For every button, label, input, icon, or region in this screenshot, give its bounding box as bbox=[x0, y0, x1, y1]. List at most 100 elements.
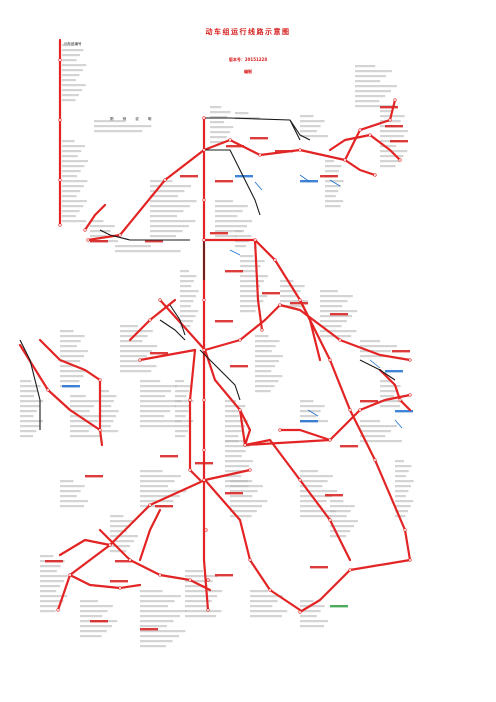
conventional-line bbox=[359, 359, 396, 381]
station-label-mark bbox=[185, 575, 218, 578]
station-label-mark bbox=[20, 390, 38, 393]
station-label-mark bbox=[380, 130, 408, 133]
station-label-mark bbox=[300, 400, 314, 403]
station-label-mark bbox=[215, 210, 243, 213]
station-marker bbox=[238, 408, 242, 412]
station-label-mark bbox=[325, 165, 342, 168]
station-marker bbox=[58, 118, 62, 122]
station-label-mark bbox=[180, 305, 191, 308]
station-marker bbox=[373, 173, 377, 177]
station-label-mark bbox=[240, 295, 268, 298]
station-marker bbox=[206, 608, 210, 612]
station-label-mark bbox=[62, 150, 82, 153]
route-annotation-mark bbox=[180, 175, 198, 178]
station-label-mark bbox=[60, 380, 80, 383]
station-marker bbox=[393, 98, 397, 102]
station-label-mark bbox=[280, 295, 297, 298]
station-label-mark bbox=[20, 435, 33, 438]
station-label-mark bbox=[150, 210, 184, 213]
station-label-mark bbox=[62, 84, 86, 87]
station-label-mark bbox=[110, 525, 131, 528]
station-label-mark bbox=[175, 380, 184, 383]
station-label-cluster bbox=[115, 245, 181, 253]
station-label-mark bbox=[380, 135, 404, 138]
connector-line bbox=[329, 179, 341, 187]
station-label-mark bbox=[115, 245, 151, 248]
station-label-cluster bbox=[60, 330, 88, 388]
station-label-mark bbox=[94, 125, 152, 128]
station-label-mark bbox=[185, 615, 217, 618]
route-annotation-mark bbox=[262, 292, 280, 295]
station-label-mark bbox=[110, 530, 127, 533]
high-speed-line bbox=[98, 378, 104, 447]
station-label-mark bbox=[60, 490, 81, 493]
station-label-cluster bbox=[240, 255, 268, 313]
station-label-mark bbox=[325, 185, 341, 188]
station-marker bbox=[98, 428, 102, 432]
high-speed-line bbox=[343, 158, 377, 177]
route-annotation-mark bbox=[225, 492, 243, 495]
station-label-mark bbox=[185, 605, 207, 608]
high-speed-line bbox=[138, 508, 162, 562]
station-label-mark bbox=[330, 515, 347, 518]
station-label-mark bbox=[300, 120, 325, 123]
station-marker bbox=[68, 573, 72, 577]
station-label-mark bbox=[395, 510, 408, 513]
station-label-mark bbox=[120, 355, 147, 358]
conventional-line bbox=[289, 119, 311, 141]
station-marker bbox=[273, 258, 277, 262]
station-label-mark bbox=[320, 320, 347, 323]
station-label-mark bbox=[255, 375, 283, 378]
station-label-mark bbox=[180, 300, 194, 303]
station-label-mark bbox=[80, 605, 113, 608]
legend-note: 图 例 说 明 bbox=[110, 117, 156, 121]
station-label-mark bbox=[300, 505, 322, 508]
station-label-mark bbox=[185, 590, 223, 593]
high-speed-line bbox=[38, 338, 102, 382]
station-label-mark bbox=[395, 500, 414, 503]
station-label-mark bbox=[380, 395, 394, 398]
station-label-mark bbox=[62, 180, 88, 183]
station-label-cluster bbox=[140, 470, 187, 508]
station-label-cluster bbox=[180, 270, 199, 328]
station-label-mark bbox=[300, 470, 318, 473]
station-label-mark bbox=[380, 165, 396, 168]
station-marker bbox=[228, 138, 232, 142]
station-label-mark bbox=[62, 44, 74, 47]
station-label-mark bbox=[395, 475, 407, 478]
station-marker bbox=[328, 358, 332, 362]
station-label-mark bbox=[140, 390, 172, 393]
station-label-mark bbox=[300, 495, 332, 498]
connector-line bbox=[369, 359, 381, 369]
station-label-mark bbox=[40, 585, 61, 588]
station-label-cluster bbox=[300, 470, 338, 518]
station-label-mark bbox=[90, 225, 115, 228]
station-marker bbox=[408, 358, 412, 362]
station-marker bbox=[368, 133, 372, 137]
station-label-mark bbox=[60, 485, 85, 488]
station-label-mark bbox=[80, 635, 102, 638]
station-label-mark bbox=[62, 205, 84, 208]
connector-line bbox=[229, 249, 241, 256]
station-marker bbox=[408, 393, 412, 397]
station-label-mark bbox=[70, 415, 103, 418]
station-label-mark bbox=[225, 420, 249, 423]
station-label-mark bbox=[150, 225, 189, 228]
station-label-mark bbox=[240, 265, 261, 268]
station-label-mark bbox=[320, 305, 343, 308]
station-label-mark bbox=[325, 160, 334, 163]
station-label-cluster bbox=[110, 515, 138, 553]
station-label-mark bbox=[325, 180, 344, 183]
railway-lines-layer bbox=[18, 38, 412, 614]
route-annotation-mark bbox=[235, 175, 253, 178]
station-marker bbox=[58, 58, 62, 62]
station-label-mark bbox=[225, 445, 250, 448]
station-label-mark bbox=[70, 400, 99, 403]
station-label-mark bbox=[20, 415, 34, 418]
connector-line bbox=[299, 174, 311, 183]
station-label-mark bbox=[62, 190, 81, 193]
station-label-mark bbox=[100, 410, 119, 413]
station-label-cluster bbox=[255, 335, 283, 393]
station-marker bbox=[253, 238, 257, 242]
station-label-mark bbox=[180, 270, 189, 273]
